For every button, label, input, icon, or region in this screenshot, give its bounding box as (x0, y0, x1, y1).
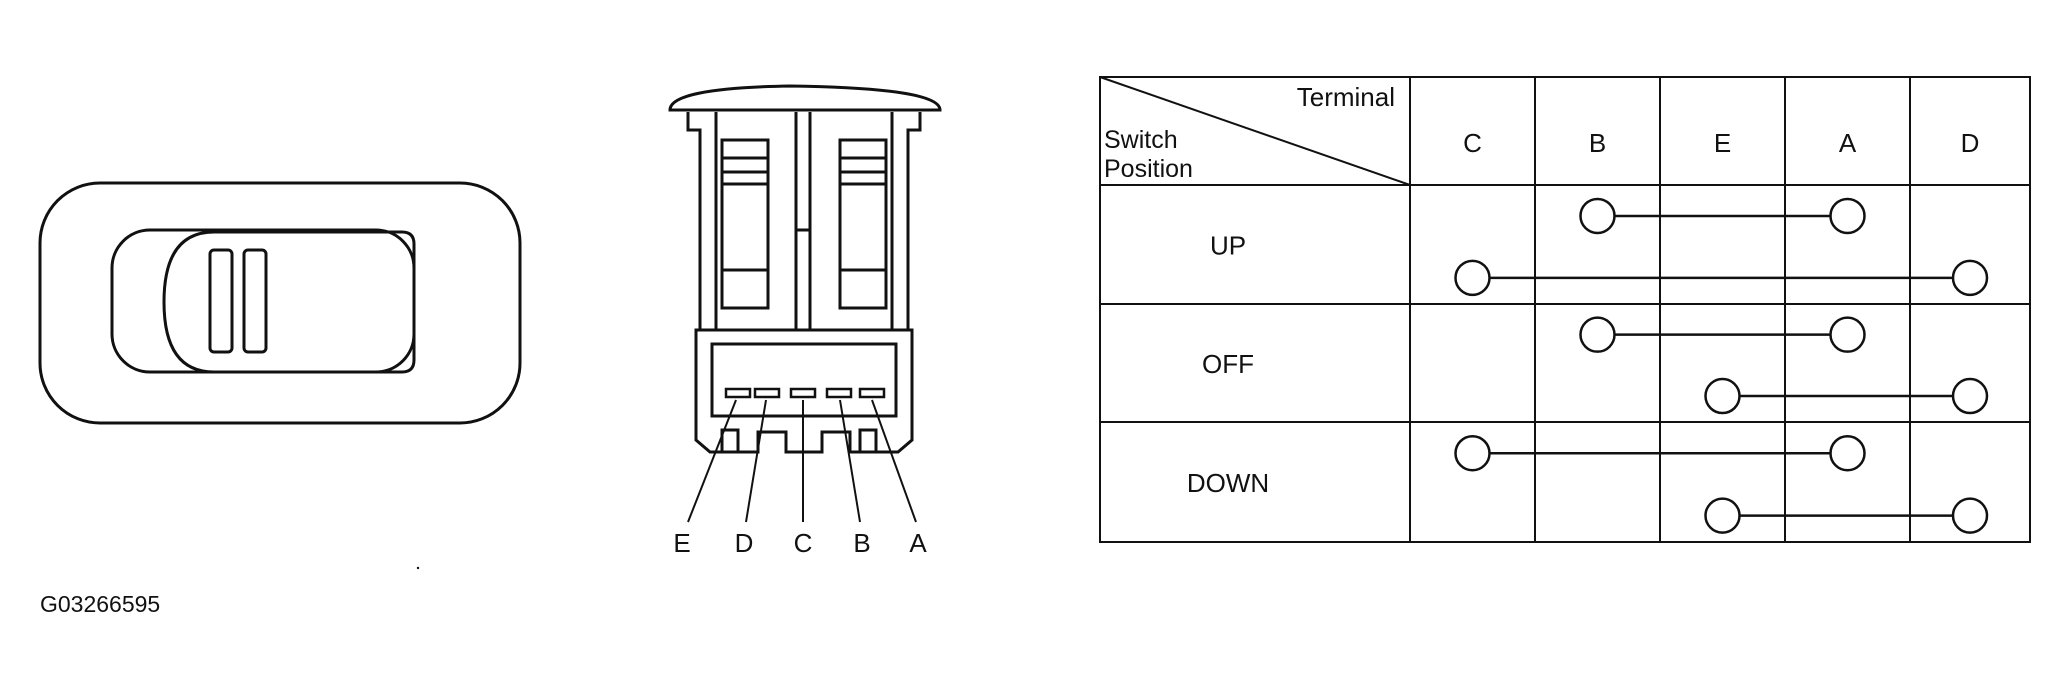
connections (1454, 197, 1989, 534)
column-header-b: B (1589, 128, 1606, 158)
header-position: Position (1104, 155, 1193, 183)
terminal-node (1951, 497, 1989, 534)
terminal-node (1829, 434, 1866, 472)
terminal-label-a: A (909, 528, 927, 558)
terminal-label-e: E (673, 528, 690, 558)
header-switch: Switch (1104, 126, 1178, 154)
connection-e-d (1704, 377, 1989, 415)
terminal-node (1454, 434, 1491, 472)
switch-side-view (668, 84, 942, 454)
dot (416, 566, 420, 570)
terminal-node (1951, 377, 1989, 415)
terminal-label-c: C (794, 528, 813, 558)
terminal-labels: E D C B A (673, 528, 927, 558)
terminal-node (1829, 316, 1866, 353)
terminal-node (1454, 259, 1491, 297)
row-labels: UP OFF DOWN (1187, 231, 1269, 499)
connection-b-a (1579, 197, 1866, 235)
terminal-node (1951, 259, 1989, 297)
column-header-a: A (1839, 128, 1857, 158)
connector-housing (694, 328, 914, 454)
terminal-node (1829, 197, 1866, 235)
connection-e-d (1704, 497, 1989, 534)
terminal-node (1704, 497, 1741, 534)
terminal-leaders (687, 399, 917, 523)
contact-right (838, 138, 888, 310)
switch-bezel (38, 181, 522, 425)
header-diagonal (1099, 76, 1411, 186)
contact-left (720, 138, 770, 310)
continuity-table: Terminal Switch Position C B E A D UP OFF DOWN (1099, 76, 2031, 543)
row-label-down: DOWN (1187, 468, 1269, 498)
connection-b-a (1579, 316, 1866, 353)
terminal-label-d: D (735, 528, 754, 558)
column-header-d: D (1961, 128, 1980, 158)
switch-cap (668, 84, 942, 112)
figure-id: G03266595 (40, 591, 160, 617)
terminal-slots (724, 387, 886, 399)
terminal-node (1579, 316, 1616, 353)
header-terminal: Terminal (1297, 82, 1395, 112)
row-label-up: UP (1210, 231, 1246, 261)
row-label-off: OFF (1202, 349, 1254, 379)
rocker-ridge-left (208, 248, 234, 354)
table-border (1099, 76, 2031, 543)
rocker-knob (162, 230, 416, 374)
connection-c-a (1454, 434, 1866, 472)
column-header-e: E (1714, 128, 1731, 158)
terminal-node (1579, 197, 1616, 235)
terminal-label-b: B (853, 528, 870, 558)
rocker-ridge-right (242, 248, 268, 354)
terminal-node (1704, 377, 1741, 415)
column-header-c: C (1463, 128, 1482, 158)
table-grid (1099, 76, 2031, 543)
switch-front-view (38, 181, 522, 425)
connection-c-d (1454, 259, 1989, 297)
